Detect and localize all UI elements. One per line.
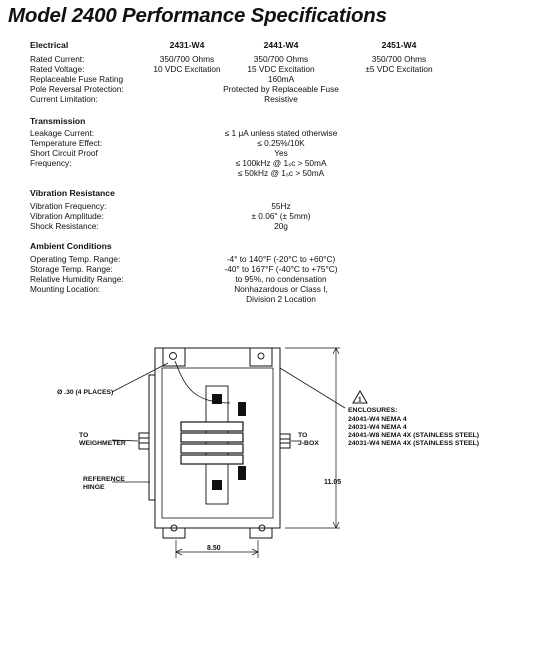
rated-current-label: Rated Current: (30, 54, 85, 64)
mounting-hole-bottom-left (170, 524, 178, 532)
temperature-effect-value: ≤ 0.25%/10K (257, 138, 305, 148)
mounting-hole-bottom-right (258, 524, 266, 532)
mounting-hole-top-right (257, 352, 265, 360)
height-dimension (285, 347, 340, 529)
mounting-location-label: Mounting Location: (30, 284, 101, 294)
page-title: Model 2400 Performance Specifications (8, 4, 387, 27)
rated-voltage-label: Rated Voltage: (30, 64, 85, 74)
enclosure-inner-panel (161, 367, 274, 519)
reference-hinge-label-2: HINGE (83, 484, 105, 491)
to-jbox-label-1: TO (298, 432, 307, 439)
bottom-right-flange (249, 527, 273, 539)
temperature-effect-label: Temperature Effect: (30, 138, 103, 148)
enclosure-item-2: 24031-W4 NEMA 4 (348, 424, 407, 431)
transmission-heading: Transmission (30, 116, 86, 126)
fuse-rating-label: Replaceable Fuse Rating (30, 74, 124, 84)
enclosure-drawing: 1 Ø .30 (4 PLACES) TO WEIGHMETER TO J-BO… (57, 347, 479, 558)
rated-current-2431: 350/700 Ohms (159, 54, 215, 64)
to-weighmeter-label-1: TO (79, 432, 88, 439)
column-2451-w4: 2451-W4 (381, 40, 417, 50)
fuse-rating-value: 160mA (267, 74, 295, 84)
shock-resistance-value: 20g (274, 221, 288, 231)
operating-temp-value: -4° to 140°F (-20°C to +60°C) (226, 254, 336, 264)
ambient-heading: Ambient Conditions (30, 241, 112, 251)
to-jbox-label-2: J-BOX (298, 440, 319, 447)
width-dimension (175, 540, 259, 558)
rated-current-2441: 350/700 Ohms (253, 54, 309, 64)
electrical-heading: Electrical (30, 40, 69, 50)
width-dimension-label: 8.50 (207, 545, 221, 552)
pole-reversal-label: Pole Reversal Protection: (30, 84, 124, 94)
vibration-amplitude-value: ± 0.06" (± 5mm) (251, 211, 311, 221)
mounting-location-value-2: Division 2 Location (246, 294, 316, 304)
vibration-frequency-label: Vibration Frequency: (30, 201, 107, 211)
right-cable-gland (279, 433, 291, 449)
operating-temp-label: Operating Temp. Range: (30, 254, 121, 264)
left-cable-gland (138, 432, 150, 450)
vibration-amplitude-label: Vibration Amplitude: (30, 211, 104, 221)
leakage-current-value: ≤ 1 μA unless stated otherwise (224, 128, 338, 138)
short-circuit-label: Short Circuit Proof (30, 148, 98, 158)
reference-hinge-label-1: REFERENCE (83, 476, 125, 483)
vibration-frequency-value: 55Hz (271, 201, 291, 211)
to-weighmeter-label-2: WEIGHMETER (79, 440, 126, 447)
storage-temp-value: -40° to 167°F (-40°C to +75°C) (224, 264, 338, 274)
storage-temp-label: Storage Temp. Range: (30, 264, 113, 274)
enclosure-item-1: 24041-W4 NEMA 4 (348, 416, 407, 423)
warning-symbol: 1 (358, 397, 362, 404)
mounting-location-value-1: Nonhazardous or Class I, (234, 284, 328, 294)
enclosures-heading: ENCLOSURES: (348, 407, 397, 414)
internal-wire (174, 360, 231, 404)
height-dimension-label: 11.05 (324, 479, 341, 486)
current-limitation-value: Resistive (264, 94, 298, 104)
rated-voltage-2431: 10 VDC Excitation (153, 64, 221, 74)
frequency-value-2: ≤ 50kHz @ 1ₛc > 50mA (237, 168, 325, 178)
pole-reversal-value: Protected by Replaceable Fuse (223, 84, 339, 94)
rated-voltage-2441: 15 VDC Excitation (247, 64, 315, 74)
top-left-flange (162, 347, 186, 367)
hole-label: Ø .30 (4 PLACES) (57, 389, 113, 396)
frequency-label: Frequency: (30, 158, 72, 168)
short-circuit-value: Yes (274, 148, 288, 158)
rated-voltage-2451: ±5 VDC Excitation (365, 64, 433, 74)
column-2431-w4: 2431-W4 (169, 40, 205, 50)
frequency-value-1: ≤ 100kHz @ 1ₛc > 50mA (235, 158, 327, 168)
shock-resistance-label: Shock Resistance: (30, 221, 99, 231)
reference-hinge-strip (148, 374, 156, 501)
leader-lines (111, 362, 346, 483)
column-2441-w4: 2441-W4 (263, 40, 299, 50)
bottom-left-flange (162, 527, 186, 539)
enclosure-item-4: 24031-W4 NEMA 4X (STAINLESS STEEL) (348, 440, 479, 447)
leakage-current-label: Leakage Current: (30, 128, 95, 138)
terminal-block-assembly (180, 385, 246, 505)
mounting-hole-top-left (169, 352, 177, 360)
humidity-label: Relative Humidity Range: (30, 274, 124, 284)
current-limitation-label: Current Limitation: (30, 94, 98, 104)
vibration-heading: Vibration Resistance (30, 188, 115, 198)
enclosure-item-3: 24041-W8 NEMA 4X (STAINLESS STEEL) (348, 432, 479, 439)
humidity-value: to 95%, no condensation (235, 274, 327, 284)
warning-triangle-icon (352, 390, 368, 404)
top-right-flange (249, 347, 273, 367)
rated-current-2451: 350/700 Ohms (371, 54, 427, 64)
